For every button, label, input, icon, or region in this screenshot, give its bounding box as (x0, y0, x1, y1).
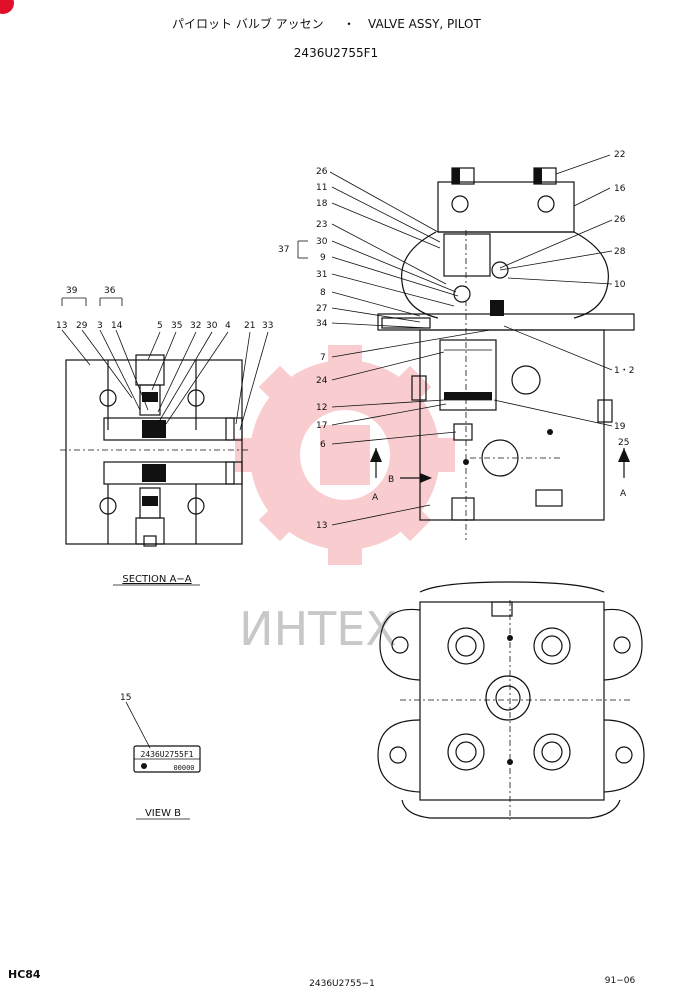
callout-28: 28 (614, 247, 626, 257)
nameplate-top-text: 2436U2755F1 (141, 750, 194, 759)
callout-s39: 39 (66, 286, 78, 296)
callout-s36: 36 (104, 286, 116, 296)
callout-s4: 4 (225, 321, 231, 331)
callout-31: 31 (316, 270, 327, 280)
footer-date-code: 91−06 (605, 976, 636, 986)
watermark (235, 345, 455, 565)
callout-37: 37 (278, 245, 289, 255)
footer-drawing-number: 2436U2755−1 (309, 979, 375, 989)
corner-mark (0, 0, 14, 14)
view-b-label: VIEW B (145, 808, 181, 819)
callout-s30: 30 (206, 321, 218, 331)
callout-s21: 21 (244, 321, 255, 331)
callout-1-2: 1・2 (614, 366, 634, 376)
callout-25: 25 (618, 438, 629, 448)
callouts: 22 16 26 26 11 18 23 37 30 9 31 8 27 34 … (56, 150, 634, 703)
title-japanese: パイロット バルブ アッセン (172, 16, 324, 31)
callout-13-main: 13 (316, 521, 327, 531)
callout-24: 24 (316, 376, 328, 386)
callout-6: 6 (320, 440, 326, 450)
section-a-a (60, 354, 250, 547)
section-arrow-a-left: A (372, 493, 379, 503)
callout-7: 7 (320, 353, 326, 363)
callout-v15: 15 (120, 693, 131, 703)
bottom-view (377, 581, 645, 820)
watermark-gear-icon (250, 360, 440, 550)
footer-model: HC84 (8, 968, 41, 981)
callout-10: 10 (614, 280, 626, 290)
callout-26-left: 26 (316, 167, 328, 177)
view-arrow-b: B (388, 475, 394, 485)
callout-s14: 14 (111, 321, 123, 331)
callout-s33: 33 (262, 321, 273, 331)
callout-s3: 3 (97, 321, 103, 331)
callout-22: 22 (614, 150, 625, 160)
callout-34: 34 (316, 319, 328, 329)
title-english: VALVE ASSY, PILOT (368, 17, 482, 31)
view-b (125, 701, 201, 773)
callout-26-right: 26 (614, 215, 626, 225)
callout-17: 17 (316, 421, 327, 431)
callout-27: 27 (316, 304, 327, 314)
callout-16: 16 (614, 184, 626, 194)
title-separator: ・ (343, 17, 355, 31)
callout-18: 18 (316, 199, 328, 209)
callout-23: 23 (316, 220, 327, 230)
watermark-text: ИНТЕХ (239, 602, 397, 656)
callout-19: 19 (614, 422, 626, 432)
nameplate-bottom-text: 00000 (173, 764, 194, 772)
callout-s5: 5 (157, 321, 163, 331)
callout-s35: 35 (171, 321, 182, 331)
callout-11: 11 (316, 183, 327, 193)
callout-8: 8 (320, 288, 326, 298)
callout-9: 9 (320, 253, 326, 263)
section-leaders (61, 297, 269, 431)
callout-12: 12 (316, 403, 327, 413)
section-arrow-a-right: A (620, 489, 627, 499)
main-valve-view (370, 167, 635, 540)
section-a-a-label: SECTION A−A (122, 574, 191, 585)
callout-30: 30 (316, 237, 328, 247)
part-number: 2436U2755F1 (294, 46, 378, 60)
callout-s29: 29 (76, 321, 88, 331)
main-leaders (297, 154, 613, 526)
callout-s13: 13 (56, 321, 67, 331)
callout-s32: 32 (190, 321, 201, 331)
